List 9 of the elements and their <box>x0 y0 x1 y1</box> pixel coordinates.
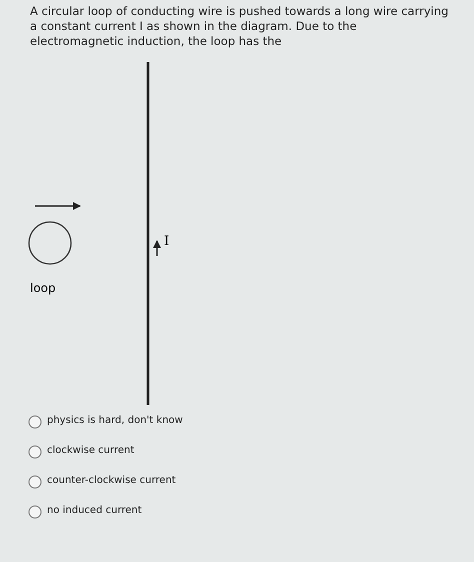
current-label: I <box>164 234 170 249</box>
wire-loop <box>28 221 72 265</box>
long-wire <box>146 62 150 405</box>
answer-option: clockwise current <box>47 445 134 456</box>
answer-option: physics is hard, don't know <box>47 415 183 426</box>
question-text: A circular loop of conducting wire is pushed towards a long wire carrying a constant current I as shown in the diagram. Due to the electromagnetic induction, the loop has the <box>30 4 450 49</box>
answer-option: no induced current <box>47 505 142 516</box>
loop-label: loop <box>30 281 56 295</box>
answer-option: counter-clockwise current <box>47 475 176 486</box>
